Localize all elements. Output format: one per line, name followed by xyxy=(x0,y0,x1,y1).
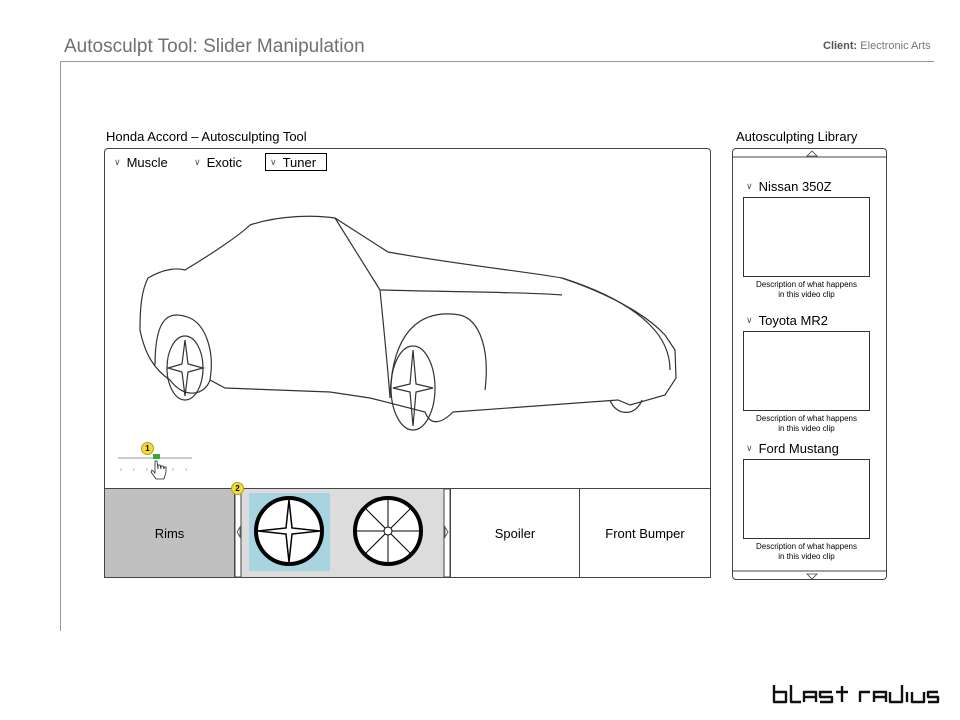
multi-spoke-rim-icon xyxy=(353,496,423,566)
library-scroll-chrome xyxy=(733,156,886,572)
part-tile-spoiler[interactable]: Spoiler xyxy=(450,488,580,578)
slider-handle xyxy=(153,454,160,459)
chevron-down-icon: ∨ xyxy=(114,156,121,167)
library-title: Autosculpting Library xyxy=(736,129,858,144)
description-line: in this video clip xyxy=(778,424,835,433)
rim-carousel xyxy=(234,488,451,578)
chevron-down-icon: ∨ xyxy=(746,181,753,191)
annotation-badge: 2 xyxy=(231,482,244,495)
hand-cursor-icon xyxy=(150,460,167,480)
style-option-label: Tuner xyxy=(282,154,317,170)
library-item-ford-mustang[interactable]: ∨ Ford Mustang xyxy=(746,441,839,456)
description-line: Description of what happens xyxy=(756,542,857,551)
car-window-line xyxy=(334,217,563,296)
description-line: in this video clip xyxy=(778,290,835,299)
style-option-exotic[interactable]: ∨ Exotic xyxy=(194,153,242,171)
video-description: Description of what happens in this vide… xyxy=(740,542,873,562)
part-label: Rims xyxy=(154,525,185,541)
car-hood-line xyxy=(561,277,671,371)
style-option-label: Exotic xyxy=(206,154,242,170)
rear-wheel-arch xyxy=(154,314,212,381)
part-tile-front-bumper[interactable]: Front Bumper xyxy=(579,488,711,578)
library-item-title: Nissan 350Z xyxy=(758,179,832,194)
car-preview xyxy=(139,215,677,431)
video-thumbnail[interactable] xyxy=(743,331,870,411)
shape-slider[interactable] xyxy=(116,452,196,482)
scroll-up-arrow-icon[interactable] xyxy=(805,150,819,158)
library-item-title: Toyota MR2 xyxy=(758,313,828,328)
chevron-down-icon: ∨ xyxy=(746,443,753,453)
annotation-badge: 1 xyxy=(141,442,154,455)
client-name: Electronic Arts xyxy=(860,40,931,52)
video-description: Description of what happens in this vide… xyxy=(740,280,873,300)
chevron-down-icon: ∨ xyxy=(270,156,277,167)
video-description: Description of what happens in this vide… xyxy=(740,414,873,434)
left-margin-line xyxy=(60,61,61,631)
front-tire-peek xyxy=(609,399,643,413)
chevron-down-icon: ∨ xyxy=(194,156,201,167)
style-option-muscle[interactable]: ∨ Muscle xyxy=(114,153,168,171)
part-label: Front Bumper xyxy=(605,525,685,541)
description-line: in this video clip xyxy=(778,552,835,561)
scroll-right-arrow-icon xyxy=(444,525,449,539)
style-option-label: Muscle xyxy=(126,154,168,170)
rim-carousel-graphic xyxy=(234,488,451,578)
front-wheel-arch xyxy=(389,313,487,399)
four-spoke-rim-icon xyxy=(254,496,324,566)
video-thumbnail[interactable] xyxy=(743,197,870,277)
blast-radius-logo xyxy=(772,685,940,704)
library-item-nissan-350z[interactable]: ∨ Nissan 350Z xyxy=(746,179,832,194)
part-tile-rims[interactable]: Rims xyxy=(104,488,235,578)
front-wheel xyxy=(390,345,436,431)
scroll-left-arrow-icon xyxy=(236,525,241,539)
scroll-down-arrow-icon[interactable] xyxy=(805,572,819,580)
rear-wheel xyxy=(165,335,206,401)
chevron-down-icon: ∨ xyxy=(746,315,753,325)
header-divider xyxy=(60,61,934,62)
client-label: Client: xyxy=(823,40,858,52)
car-door-line xyxy=(379,289,391,399)
video-thumbnail[interactable] xyxy=(743,459,870,539)
description-line: Description of what happens xyxy=(756,280,857,289)
library-item-title: Ford Mustang xyxy=(758,441,839,456)
library-item-toyota-mr2[interactable]: ∨ Toyota MR2 xyxy=(746,313,828,328)
part-label: Spoiler xyxy=(494,525,536,541)
tool-title: Honda Accord – Autosculpting Tool xyxy=(106,129,307,144)
client-line: Client: Electronic Arts xyxy=(823,40,931,52)
page-title: Autosculpt Tool: Slider Manipulation xyxy=(64,36,365,57)
description-line: Description of what happens xyxy=(756,414,857,423)
style-option-tuner[interactable]: ∨ Tuner xyxy=(265,153,328,171)
